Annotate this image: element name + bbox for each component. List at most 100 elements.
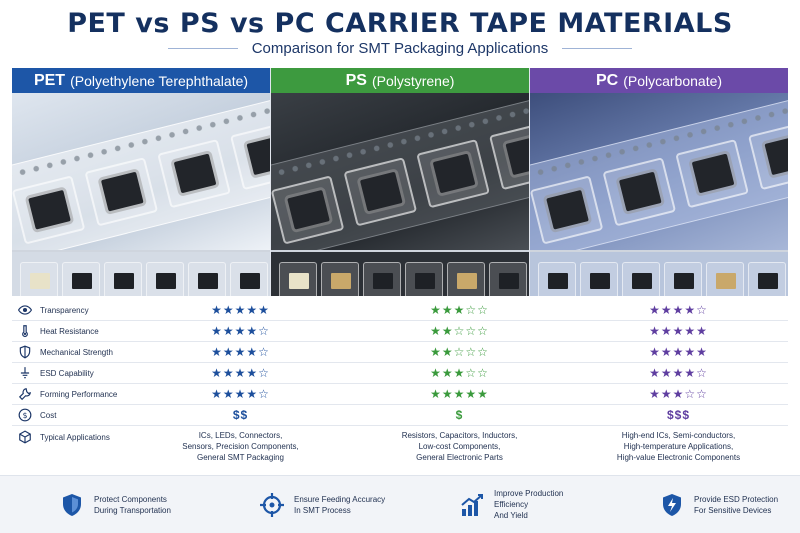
feature-line: Protect Components [94, 494, 167, 504]
smd-component [590, 273, 610, 289]
column-pc: PC (Polycarbonate) [530, 68, 788, 296]
tape-pocket [530, 175, 604, 245]
application-line: General SMT Packaging [196, 453, 284, 462]
smd-component [289, 273, 309, 289]
applications-ps: Resistors, Capacitors, Inductors,Low-cos… [350, 430, 569, 463]
property-name: Mechanical Strength [40, 347, 113, 357]
column-ps: PS (Polystyrene) [271, 68, 530, 296]
column-header-pc: PC (Polycarbonate) [530, 68, 788, 93]
strip-pocket [104, 262, 142, 296]
rating-pc: ★★★☆☆ [649, 387, 708, 401]
strip-pocket [363, 262, 401, 296]
strip-pocket [580, 262, 618, 296]
rating-pc: ★★★★☆ [649, 366, 708, 380]
strip-pocket [489, 262, 527, 296]
esd-shield-icon [660, 493, 684, 517]
tape-pocket [84, 157, 159, 227]
property-label: Typical Applications [12, 430, 131, 444]
rating-ps: ★★★★★ [430, 387, 489, 401]
applications-pc: High-end ICs, Semi-conductors,High-tempe… [569, 430, 788, 463]
smd-component [198, 273, 218, 289]
rating-pc: ★★★★☆ [649, 303, 708, 317]
tape-pocket [602, 157, 677, 227]
strip-pocket [538, 262, 576, 296]
table-row: Heat Resistance★★★★☆★★☆☆☆★★★★★ [12, 321, 788, 342]
carrier-tape-photo [530, 93, 788, 250]
tape-pocket [230, 120, 270, 191]
page-subtitle: Comparison for SMT Packaging Application… [251, 40, 549, 57]
cost-pet: $$ [232, 408, 249, 422]
ic-chip [546, 189, 589, 230]
tape-pocket [12, 175, 86, 245]
ic-chip [359, 171, 403, 212]
table-row: Typical Applications ICs, LEDs, Connector… [12, 426, 788, 476]
rating-ps: ★★★☆☆ [430, 303, 489, 317]
rating-pet: ★★★★☆ [211, 324, 270, 338]
feature-line: During Transportation [94, 505, 171, 515]
material-full-name: (Polystyrene) [371, 72, 455, 89]
property-label: ESD Capability [12, 366, 131, 380]
strip-pocket [188, 262, 226, 296]
application-line: High-temperature Applications, [623, 442, 734, 451]
smd-component [548, 273, 568, 289]
dollar-icon: $ [18, 408, 32, 422]
component-strip-photo [12, 250, 270, 296]
divider-right [562, 48, 633, 49]
property-name: Typical Applications [40, 432, 110, 442]
carrier-tape [12, 93, 270, 250]
material-full-name: (Polycarbonate) [623, 72, 723, 89]
rating-ps: ★★☆☆☆ [430, 324, 489, 338]
strip-pocket [622, 262, 660, 296]
tape-pocket [271, 175, 345, 245]
feature-line: Provide ESD Protection [694, 494, 779, 504]
strip-pocket [748, 262, 786, 296]
ground-icon [18, 366, 32, 380]
property-name: Forming Performance [40, 389, 118, 399]
smd-component [331, 273, 351, 289]
property-label: Transparency [12, 303, 131, 317]
property-name: Cost [40, 410, 57, 420]
wrench-icon [18, 387, 32, 401]
material-abbr: PC [595, 71, 619, 89]
ic-chip [287, 189, 330, 230]
crosshair-icon [260, 492, 284, 517]
smd-component [758, 273, 778, 289]
column-header-pet: PET (Polyethylene Terephthalate) [12, 68, 270, 93]
strip-pocket [279, 262, 317, 296]
ic-chip [28, 189, 71, 230]
shield-icon [18, 345, 32, 359]
smd-component [632, 273, 652, 289]
ic-chip [246, 135, 270, 176]
strip-pocket [405, 262, 443, 296]
subtitle-row: Comparison for SMT Packaging Application… [0, 40, 800, 57]
applications-pet: ICs, LEDs, Connectors,Sensors, Precision… [131, 430, 350, 463]
feature-line: Ensure Feeding Accuracy [294, 494, 386, 504]
tape-pocket [748, 120, 788, 191]
rating-ps: ★★☆☆☆ [430, 345, 489, 359]
table-row: $Cost$$$$$$ [12, 405, 788, 426]
ic-chip [618, 171, 662, 212]
ic-chip [173, 153, 217, 194]
strip-pocket [447, 262, 485, 296]
chart-up-icon [460, 493, 484, 517]
column-header-ps: PS (Polystyrene) [271, 68, 529, 93]
carrier-tape-photo [271, 93, 529, 250]
carrier-tape [271, 93, 529, 250]
smd-component [373, 273, 393, 289]
strip-pocket [706, 262, 744, 296]
rating-pc: ★★★★★ [649, 324, 708, 338]
property-name: Transparency [40, 305, 89, 315]
rating-pet: ★★★★☆ [211, 387, 270, 401]
application-line: High-value Electronic Components [616, 453, 741, 462]
smd-component [499, 273, 519, 289]
shield-icon [60, 493, 84, 517]
component-strip-photo [271, 250, 529, 296]
property-label: $ Cost [12, 408, 131, 422]
application-line: General Electronic Parts [416, 453, 503, 462]
